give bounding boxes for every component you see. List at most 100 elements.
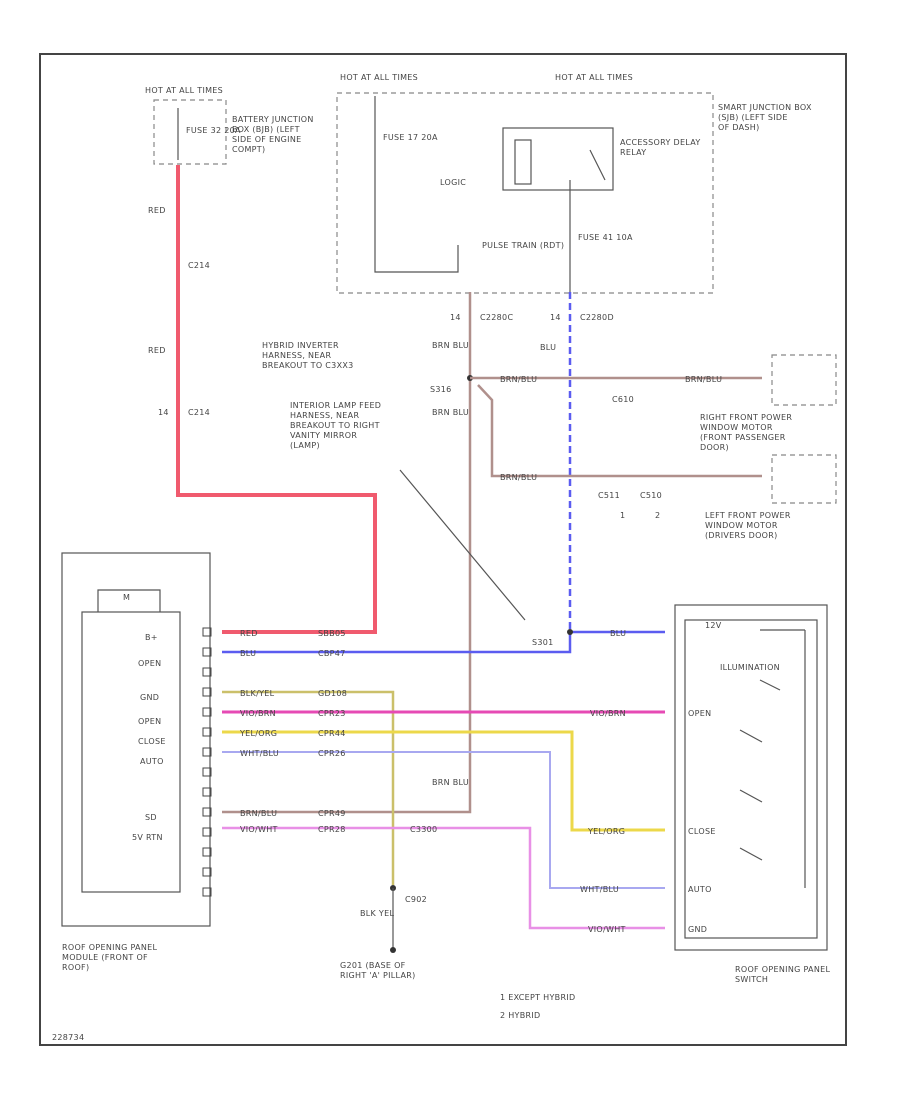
brown-branch-left-door [477, 384, 762, 478]
relay-box [502, 127, 614, 191]
yel-org-r-label: YEL/ORG [587, 827, 625, 836]
sw-illum-label: ILLUMINATION [720, 663, 780, 672]
vio-wht-r-label: VIO/WHT [588, 925, 626, 934]
red-label-1: RED [148, 206, 166, 215]
relay-contact [589, 149, 606, 181]
motor-bracket [97, 589, 161, 612]
pin-bplus: B+ [145, 633, 158, 642]
pin-gnd: GND [140, 693, 159, 702]
sw-auto-label: AUTO [688, 885, 712, 894]
yel-org-wire [222, 730, 665, 832]
blk-yel-label-2: BLK YEL [360, 909, 394, 918]
relay-coil [514, 139, 532, 185]
w-gd108-label: GD108 [318, 689, 347, 698]
w-blu-label: BLU [240, 649, 256, 658]
legend-2: 2 HYBRID [500, 1011, 541, 1020]
brn-blu-wire-2: BRN/BLU [685, 375, 722, 384]
c214a-label: C214 [188, 261, 210, 270]
w-cpr28-label: CPR28 [318, 825, 346, 834]
c902-label: C902 [405, 895, 427, 904]
bjb-box [153, 99, 227, 165]
blue-wire [222, 630, 665, 654]
sjb-box [336, 92, 714, 294]
brown-main-wire [222, 292, 472, 814]
brn-blu-label-2: BRN BLU [432, 408, 469, 417]
red-label-2: RED [148, 346, 166, 355]
switch-outer [674, 604, 828, 951]
s316-label: S316 [430, 385, 452, 394]
blk-yel-wire [222, 690, 395, 885]
wht-blu-wire [222, 751, 665, 889]
logic-label: LOGIC [440, 178, 466, 187]
pin-close: CLOSE [138, 737, 166, 746]
blu-r-label: BLU [610, 629, 626, 638]
brn-blu-wire-1: BRN/BLU [500, 375, 537, 384]
fuse32-label: FUSE 32 20A [186, 126, 241, 135]
switch-contacts [739, 629, 806, 888]
s301-label: S301 [532, 638, 554, 647]
fn1-label: 1 [620, 511, 625, 520]
pin-sd: SD [145, 813, 157, 822]
hot-label-1: HOT AT ALL TIMES [145, 86, 223, 95]
vio-wht-wire [222, 826, 665, 930]
right-motor-box [771, 354, 837, 406]
w-vio-brn-label: VIO/BRN [240, 709, 276, 718]
legend-1: 1 EXCEPT HYBRID [500, 993, 575, 1002]
figure-id: 228734 [52, 1033, 84, 1042]
w-wht-blu-label: WHT/BLU [240, 749, 279, 758]
w-vio-wht-label: VIO/WHT [240, 825, 278, 834]
pin-c2280d-num: 14 [550, 313, 561, 322]
w-blk-yel-label: BLK/YEL [240, 689, 275, 698]
left-motor-box [771, 454, 837, 504]
c511-label: C511 [598, 491, 620, 500]
sw-12v-label: 12V [705, 621, 722, 630]
wht-blu-r-label: WHT/BLU [580, 885, 619, 894]
roof-module-outer [61, 552, 211, 927]
brn-blu-label-3: BRN BLU [432, 778, 469, 787]
blu-label-1: BLU [540, 343, 556, 352]
motor-symbol: M [123, 593, 130, 602]
sw-gnd-label: GND [688, 925, 707, 934]
switch-inner [684, 619, 818, 939]
c214b-label: C214 [188, 408, 210, 417]
fuse17-label: FUSE 17 20A [383, 133, 438, 142]
module-pin-markers [202, 627, 212, 897]
w-cpr26-label: CPR26 [318, 749, 346, 758]
sw-close-label: CLOSE [688, 827, 716, 836]
red-feed-wire [176, 165, 377, 634]
ground-symbol [390, 947, 396, 953]
fn2-label: 2 [655, 511, 660, 520]
vio-brn-r-label: VIO/BRN [590, 709, 626, 718]
c2280c-label: C2280C [480, 313, 513, 322]
fuse41-label: FUSE 41 10A [578, 233, 633, 242]
c3300-label: C3300 [410, 825, 437, 834]
hot-label-3: HOT AT ALL TIMES [555, 73, 633, 82]
c510-label: C510 [640, 491, 662, 500]
fuse17-line [374, 96, 459, 273]
w-red-label: RED [240, 629, 258, 638]
w-cpr23-label: CPR23 [318, 709, 346, 718]
roof-module-inner [81, 611, 181, 893]
brn-blu-wire-3: BRN/BLU [500, 473, 537, 482]
w-cpr44-label: CPR44 [318, 729, 346, 738]
w-cpr49-label: CPR49 [318, 809, 346, 818]
pin-c2280c-num: 14 [450, 313, 461, 322]
w-yel-org-label: YEL/ORG [239, 729, 277, 738]
w-brn-blu-label: BRN/BLU [240, 809, 277, 818]
pin-a-label: 14 [158, 408, 169, 417]
hot-label-2: HOT AT ALL TIMES [340, 73, 418, 82]
pin-auto: AUTO [140, 757, 164, 766]
c610-label: C610 [612, 395, 634, 404]
brn-blu-label-1: BRN BLU [432, 341, 469, 350]
